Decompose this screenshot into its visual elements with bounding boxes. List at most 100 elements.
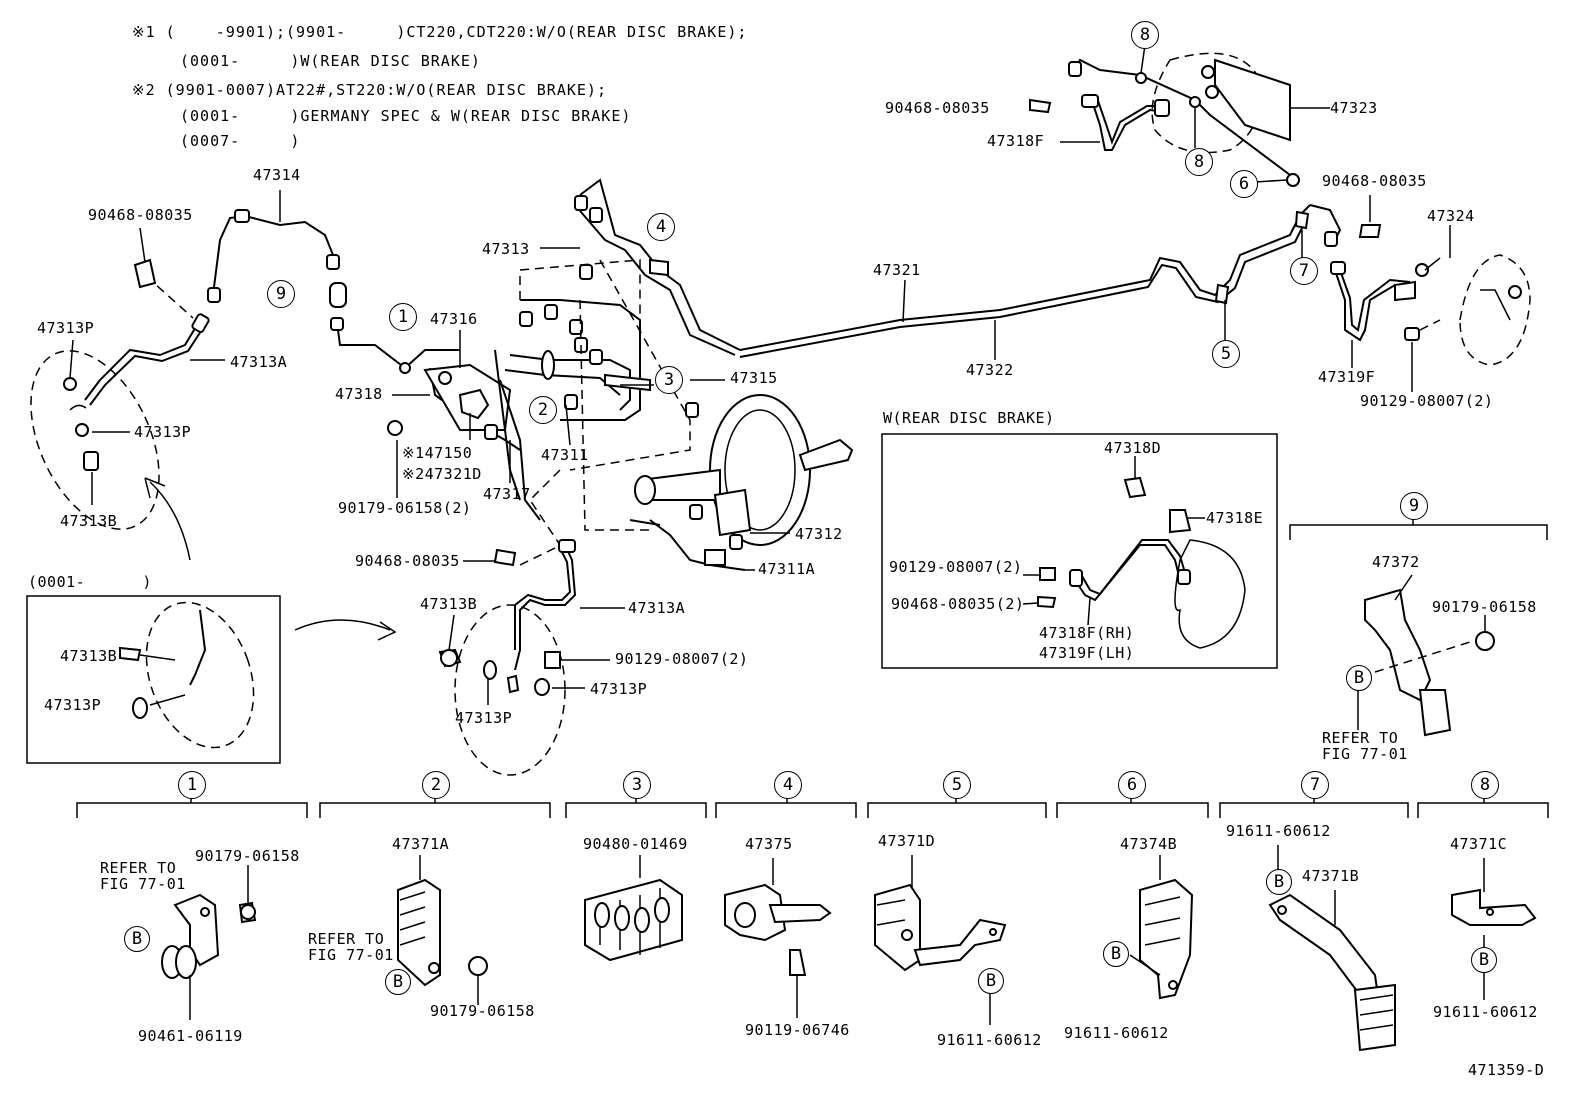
rear-disc-brake-title: W(REAR DISC BRAKE)	[883, 409, 1055, 427]
label-90179-06158-b: 90179-06158	[1432, 598, 1537, 616]
label-47319F: 47319F	[1318, 368, 1376, 386]
label-47318D: 47318D	[1104, 439, 1162, 457]
callout-2: 2	[529, 396, 557, 424]
note-1-line-b: (0001- )W(REAR DISC BRAKE)	[180, 52, 481, 70]
s5-47371D: 47371D	[878, 832, 936, 850]
header-callout-9: 9	[1400, 492, 1428, 520]
part-7-clamp	[1268, 845, 1396, 1052]
leader-lines	[69, 44, 1486, 730]
label-refer-to-9: REFER TO	[1322, 729, 1399, 747]
s2-refer-to: REFER TO	[308, 930, 385, 948]
label-90468-08035-d: 90468-08035	[1322, 172, 1427, 190]
label-90468-08035-b: 90468-08035	[355, 552, 460, 570]
label-47316: 47316	[430, 310, 478, 328]
part-5-clamp	[874, 855, 1007, 1025]
part-6-clamp	[1129, 855, 1194, 1000]
s6-91611-60612: 91611-60612	[1064, 1024, 1169, 1042]
part-3-clamp	[584, 855, 683, 962]
label-90129-08007-c: 90129-08007(2)	[889, 558, 1023, 576]
note-2-line-a: ※2 (9901-0007)AT22#,ST220:W/O(REAR DISC …	[132, 81, 607, 99]
b-tag-9: B	[1346, 665, 1372, 691]
callout-3: 3	[655, 366, 683, 394]
label-47311: 47311	[541, 446, 589, 464]
label-47315: 47315	[730, 369, 778, 387]
header-callout-1: 1	[178, 771, 206, 799]
part-1-clamp	[161, 865, 257, 1020]
s2-47371A: 47371A	[392, 835, 450, 853]
label-47313A-1: 47313A	[230, 353, 288, 371]
rear-disc-brake-box	[881, 433, 1278, 669]
callout-4: 4	[647, 213, 675, 241]
b-tag-7: B	[1266, 869, 1292, 895]
header-callout-8: 8	[1471, 771, 1499, 799]
rear-tubes	[739, 58, 1342, 358]
label-47321D: ※247321D	[402, 465, 482, 483]
s8-47371C: 47371C	[1450, 835, 1508, 853]
callout-8-b: 8	[1185, 148, 1213, 176]
s1-90179-06158: 90179-06158	[195, 847, 300, 865]
s1-90461-06119: 90461-06119	[138, 1027, 243, 1045]
callout-8-a: 8	[1131, 21, 1159, 49]
b-tag-6: B	[1103, 941, 1129, 967]
part-4-clamp	[724, 858, 832, 1018]
label-47313B-1: 47313B	[60, 512, 118, 530]
rear-right-brake-assembly	[1029, 52, 1291, 154]
label-47313P-2: 47313P	[134, 423, 192, 441]
label-47313P-1: 47313P	[37, 319, 95, 337]
label-47150: ※147150	[402, 444, 473, 462]
note-2-line-c: (0007- )	[180, 132, 301, 150]
label-47313A-2: 47313A	[628, 599, 686, 617]
header-callout-3: 3	[623, 771, 651, 799]
label-47319F-lh: 47319F(LH)	[1039, 644, 1135, 662]
label-47372: 47372	[1372, 553, 1420, 571]
s7-47371B: 47371B	[1302, 867, 1360, 885]
label-90468-08035-c: 90468-08035	[885, 99, 990, 117]
callout-5: 5	[1212, 340, 1240, 368]
rear-left-brake-assembly	[1330, 224, 1531, 366]
label-47324: 47324	[1427, 207, 1475, 225]
s1-refer-to: REFER TO	[100, 859, 177, 877]
label-90179-06158-2: 90179-06158(2)	[338, 499, 472, 517]
inset-box-0001	[26, 595, 397, 764]
s2-90179-06158: 90179-06158	[430, 1002, 535, 1020]
callout-1: 1	[389, 303, 417, 331]
b-tag-1: B	[124, 926, 150, 952]
front-right-brake-assembly	[438, 539, 610, 776]
b-tag-8: B	[1471, 947, 1497, 973]
b-tag-2: B	[385, 969, 411, 995]
figure-id: 471359-D	[1468, 1061, 1545, 1079]
label-47313P-4: 47313P	[590, 680, 648, 698]
label-47317: 47317	[483, 485, 531, 503]
callout-6: 6	[1230, 170, 1258, 198]
label-47313P-5: 47313P	[455, 709, 513, 727]
part-2-clamp	[397, 855, 488, 1005]
label-90468-08035-a: 90468-08035	[88, 206, 193, 224]
label-47318F-top: 47318F	[987, 132, 1045, 150]
label-47313B-3: 47313B	[420, 595, 478, 613]
part-8-clamp	[1451, 858, 1537, 1000]
header-callout-5: 5	[943, 771, 971, 799]
label-47312: 47312	[795, 525, 843, 543]
s4-90119-06746: 90119-06746	[745, 1021, 850, 1039]
front-left-brake-assembly	[30, 209, 460, 561]
callout-7: 7	[1290, 257, 1318, 285]
label-90129-08007-b: 90129-08007(2)	[1360, 392, 1494, 410]
s1-fig-77-01: FIG 77-01	[100, 875, 186, 893]
label-47318E: 47318E	[1206, 509, 1264, 527]
section-9-clamp	[1289, 524, 1548, 737]
s8-91611-60612: 91611-60612	[1433, 1003, 1538, 1021]
label-90468-08035-e: 90468-08035(2)	[891, 595, 1025, 613]
header-callout-2: 2	[422, 771, 450, 799]
s5-91611-60612: 91611-60612	[937, 1031, 1042, 1049]
label-47311A: 47311A	[758, 560, 816, 578]
bottom-group-brackets	[76, 505, 1549, 818]
label-fig-77-01-9: FIG 77-01	[1322, 745, 1408, 763]
s2-fig-77-01: FIG 77-01	[308, 946, 394, 964]
s4-47375: 47375	[745, 835, 793, 853]
label-90129-08007-a: 90129-08007(2)	[615, 650, 749, 668]
label-0001: (0001- )	[28, 573, 152, 591]
header-callout-7: 7	[1301, 771, 1329, 799]
s7-91611-60612: 91611-60612	[1226, 822, 1331, 840]
